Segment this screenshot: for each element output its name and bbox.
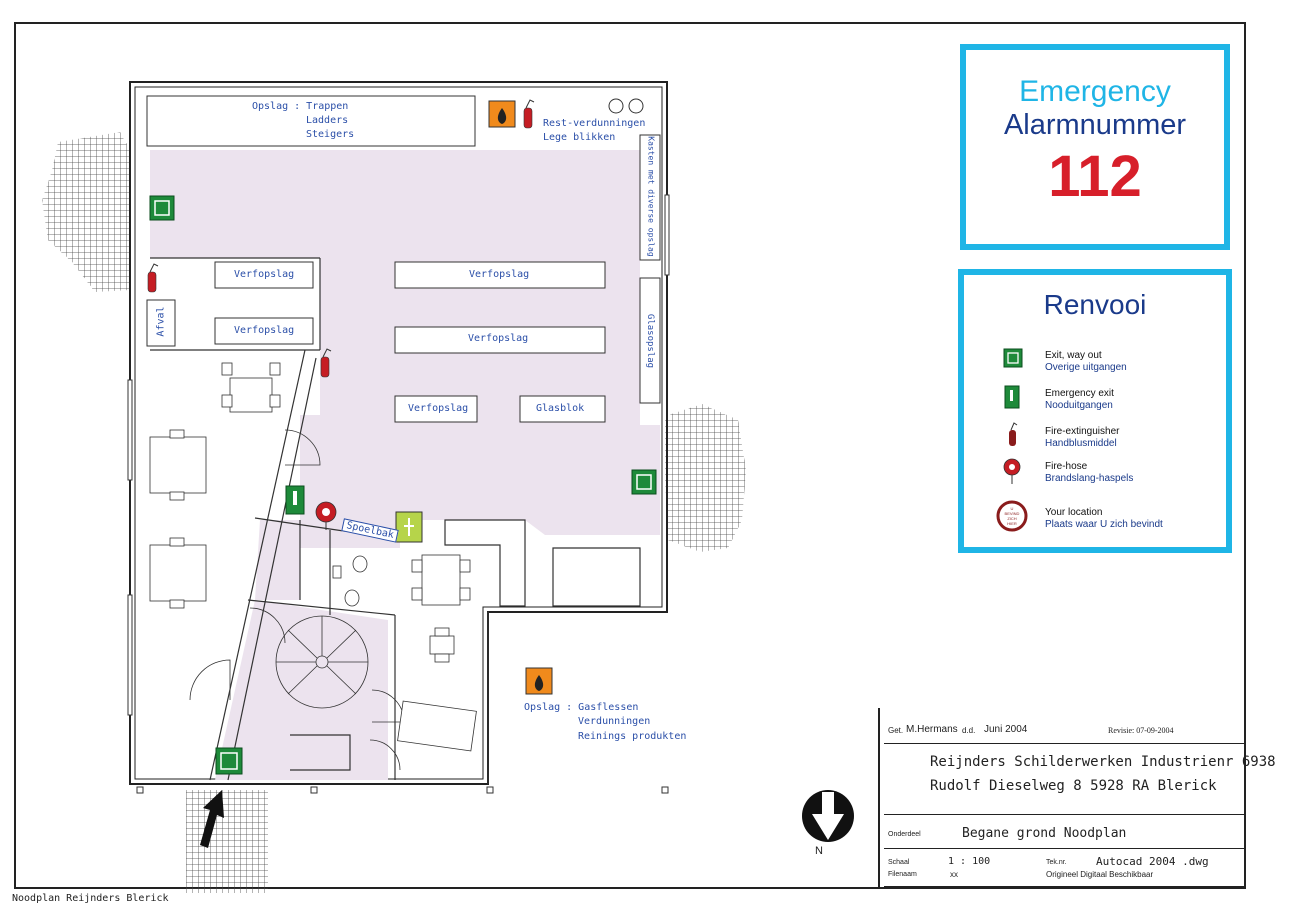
legend-item-fire-hose: Fire-hose Brandslang-haspels [1045, 461, 1133, 485]
hatched-entrance-path [186, 790, 268, 893]
windows [127, 194, 670, 716]
legend-box: Renvooi [958, 269, 1232, 553]
alarm-number-title: Alarmnummer [1003, 109, 1187, 141]
storage-boxes [146, 95, 661, 423]
spiral-staircase [275, 615, 369, 709]
rest-drums [608, 98, 644, 114]
fire-extinguisher-icon [147, 263, 159, 293]
revision: Revisie: 07-09-2004 [1108, 726, 1174, 735]
verfopslag-label: Verfopslag [468, 333, 529, 344]
exit-way-out-icon [1003, 348, 1023, 368]
north-arrow-icon [802, 790, 854, 842]
furniture [149, 362, 477, 752]
verfopslag-label: Verfopslag [408, 403, 469, 414]
eyewash-sign [395, 511, 423, 543]
your-location-icon [996, 500, 1028, 532]
entrance-arrow-icon [200, 790, 224, 848]
title-block: Get. M.Hermans d.d. Juni 2004 Revisie: 0… [878, 708, 1276, 888]
escape-route-floor [150, 150, 660, 780]
filename-label: Filenaam [888, 871, 917, 878]
badge-line: HIER [1007, 521, 1017, 526]
alarm-number: 112 [1048, 144, 1142, 209]
interior-walls [150, 257, 641, 784]
footer-caption: Noodplan Reijnders Blerick [12, 893, 169, 904]
flammable-hazard-sign [488, 100, 516, 128]
verfopslag-label: Verfopslag [234, 325, 295, 336]
fire-extinguisher-icon [1009, 422, 1018, 446]
drawing-number-label: Tek.nr. [1046, 859, 1067, 866]
rest-label: Lege blikken [543, 132, 616, 143]
badge-line: ZICH [1007, 516, 1017, 521]
original-note: Origineel Digitaal Beschikbaar [1046, 870, 1154, 879]
gas-storage-label: Verdunningen [578, 716, 651, 727]
legend-label-nl: Brandslang-haspels [1045, 473, 1134, 484]
legend-label: Exit, way out [1045, 350, 1102, 361]
storage-top-label: Opslag : Trappen [252, 101, 349, 112]
drawn-by-value: M.Hermans [906, 724, 958, 735]
fire-extinguisher-icon [523, 99, 535, 129]
gas-storage-label: Reinings produkten [578, 731, 687, 742]
legend-label-nl: Overige uitgangen [1045, 362, 1127, 373]
scale-label: Schaal [888, 859, 910, 866]
door-swings [189, 429, 405, 771]
emergency-exit-icon [1004, 385, 1020, 409]
kasten-label: Kasten met diverse opslag [646, 136, 656, 257]
legend-title: Renvooi [1043, 289, 1147, 320]
legend-item-exit: Exit, way out Overige uitgangen [1045, 350, 1127, 374]
toilets [332, 555, 368, 607]
fire-hose-icon [315, 501, 337, 530]
legend-label-nl: Nooduitgangen [1045, 400, 1113, 411]
columns [136, 786, 669, 794]
north-label: N [815, 845, 823, 857]
legend-label-nl: Plaats waar U zich bevindt [1045, 519, 1163, 530]
legend-label: Emergency exit [1045, 388, 1114, 399]
legend-item-fire-extinguisher: Fire-extinguisher Handblusmiddel [1045, 426, 1119, 450]
gas-storage-label: Opslag : Gasflessen [524, 702, 639, 713]
fire-extinguisher-icon [320, 348, 332, 378]
storage-top-label: Ladders [306, 115, 349, 126]
legend-label: Your location [1045, 507, 1103, 518]
filename-value: xx [950, 870, 958, 879]
scale-value: 1 : 100 [948, 856, 991, 867]
date-label: d.d. [962, 726, 976, 735]
storage-top-label: Steigers [306, 129, 355, 140]
afval-label: Afval [155, 306, 167, 337]
drawn-by-label: Get. [888, 726, 904, 735]
company-name: Reijnders Schilderwerken Industrienr 693… [930, 754, 1276, 770]
emergency-box: Emergency Alarmnummer 112 [960, 44, 1230, 250]
glasopslag-label: Glasopslag [645, 313, 655, 369]
legend-item-your-location: Your location Plaats waar U zich bevindt [1045, 507, 1163, 531]
legend-label: Fire-hose [1045, 461, 1088, 472]
fire-hose-icon [1003, 458, 1021, 484]
flammable-hazard-sign-gas [525, 667, 553, 695]
drawing-frame [14, 22, 1246, 889]
glasblok-label: Glasblok [536, 403, 585, 414]
part-value: Begane grond Noodplan [962, 826, 1127, 841]
hatched-tree-left [42, 132, 130, 292]
legend-label-nl: Handblusmiddel [1045, 438, 1117, 449]
drawing-number-value: Autocad 2004 .dwg [1096, 855, 1209, 868]
emergency-title: Emergency [1019, 75, 1171, 108]
legend-label: Fire-extinguisher [1045, 426, 1120, 437]
verfopslag-label: Verfopslag [234, 269, 295, 280]
date-value: Juni 2004 [984, 724, 1028, 735]
part-label: Onderdeel [888, 831, 921, 838]
emergency-exit-icon [285, 485, 305, 515]
hatched-tree-right [665, 404, 746, 552]
rest-label: Rest-verdunningen [543, 118, 646, 129]
company-address: Rudolf Dieselweg 8 5928 RA Blerick [930, 778, 1217, 794]
exit-way-out-icon [215, 747, 243, 775]
verfopslag-label: Verfopslag [469, 269, 530, 280]
exit-way-out-icon [631, 469, 657, 495]
your-location-badge: U BEVIND ZICH HIER [998, 506, 1026, 526]
exit-way-out-icon [149, 195, 175, 221]
badge-line: U [1010, 506, 1014, 511]
badge-line: BEVIND [1004, 511, 1020, 516]
legend-item-emergency-exit: Emergency exit Nooduitgangen [1045, 388, 1114, 412]
